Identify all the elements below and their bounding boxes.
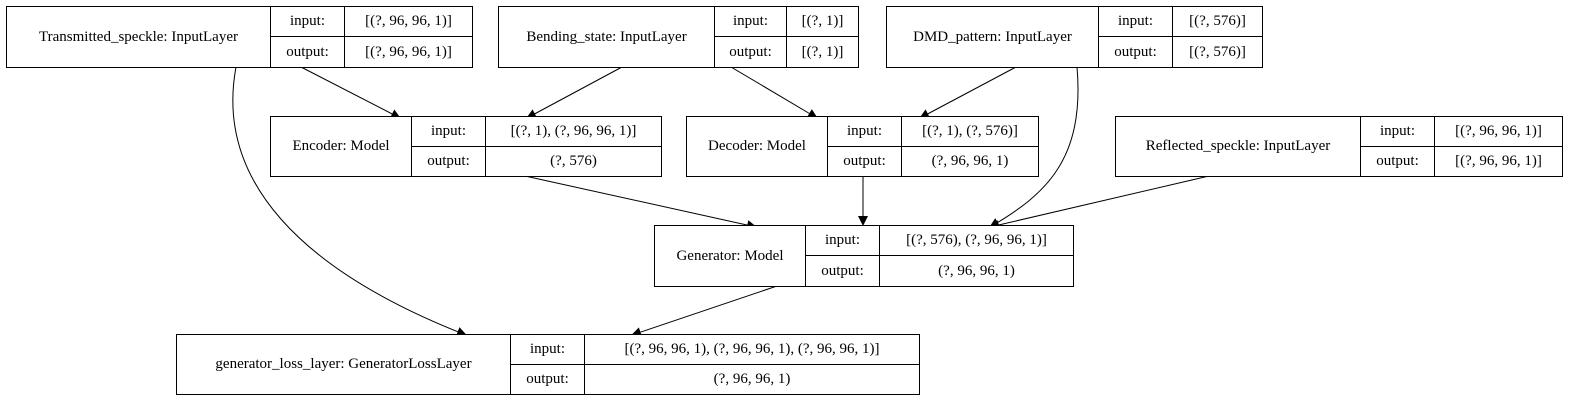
- input-label: input:: [806, 226, 880, 256]
- input-label: input:: [511, 335, 585, 365]
- node-decoder-model[interactable]: Decoder: Model input: [(?, 1), (?, 576)]…: [686, 116, 1039, 177]
- output-label: output:: [715, 37, 787, 67]
- edge-generator-loss: [631, 285, 778, 337]
- input-shape: [(?, 576)]: [1173, 7, 1262, 37]
- node-name: Generator: Model: [655, 226, 806, 286]
- input-shape: [(?, 1)]: [787, 7, 858, 37]
- input-label: input:: [1099, 7, 1173, 37]
- output-shape: [(?, 1)]: [801, 43, 844, 60]
- edge-bending-decoder: [730, 66, 818, 119]
- node-name: Decoder: Model: [687, 117, 828, 176]
- input-shape: [(?, 96, 96, 1), (?, 96, 96, 1), (?, 96,…: [585, 335, 919, 365]
- input-shape: [(?, 1), (?, 96, 96, 1)]: [486, 117, 661, 147]
- output-shape: [(?, 96, 96, 1)]: [1455, 152, 1542, 169]
- node-name: DMD_pattern: InputLayer: [887, 7, 1099, 67]
- output-shape: [(?, 96, 96, 1)]: [365, 43, 452, 60]
- edge-transmitted-encoder: [300, 66, 401, 119]
- edge-bending-encoder: [526, 66, 623, 119]
- output-label: output:: [828, 146, 902, 176]
- edge-dmd-generator: [989, 66, 1079, 228]
- output-shape: (?, 96, 96, 1): [931, 152, 1009, 169]
- input-label: input:: [1361, 117, 1435, 147]
- input-label: input:: [828, 117, 902, 147]
- input-shape: [(?, 1), (?, 576)]: [902, 117, 1038, 147]
- node-bending-state[interactable]: Bending_state: InputLayer input: [(?, 1)…: [498, 6, 859, 68]
- output-shape: [(?, 576)]: [1189, 43, 1246, 60]
- node-name: Bending_state: InputLayer: [499, 7, 715, 67]
- output-label: output:: [412, 146, 486, 176]
- input-shape: [(?, 576), (?, 96, 96, 1)]: [880, 226, 1073, 256]
- output-label: output:: [1361, 146, 1435, 176]
- node-dmd-pattern[interactable]: DMD_pattern: InputLayer input: [(?, 576)…: [886, 6, 1263, 68]
- node-reflected-speckle[interactable]: Reflected_speckle: InputLayer input: [(?…: [1115, 116, 1563, 177]
- output-label: output:: [271, 37, 345, 67]
- node-generator-loss-layer[interactable]: generator_loss_layer: GeneratorLossLayer…: [176, 334, 920, 395]
- input-label: input:: [271, 7, 345, 37]
- node-name: Reflected_speckle: InputLayer: [1116, 117, 1361, 176]
- edge-encoder-generator: [524, 175, 757, 230]
- output-shape: (?, 96, 96, 1): [938, 262, 1015, 279]
- input-label: input:: [715, 7, 787, 37]
- output-shape: (?, 96, 96, 1): [713, 370, 791, 387]
- edge-reflected-generator: [989, 175, 1210, 230]
- input-shape: [(?, 96, 96, 1)]: [345, 7, 472, 37]
- edge-dmd-decoder: [919, 66, 1017, 119]
- input-shape: [(?, 96, 96, 1)]: [1435, 117, 1562, 147]
- input-label: input:: [412, 117, 486, 147]
- output-shape: (?, 576): [550, 152, 597, 169]
- node-name: Encoder: Model: [271, 117, 412, 176]
- output-label: output:: [806, 256, 880, 286]
- node-name: Transmitted_speckle: InputLayer: [7, 7, 271, 67]
- output-label: output:: [511, 364, 585, 394]
- node-encoder-model[interactable]: Encoder: Model input: [(?, 1), (?, 96, 9…: [270, 116, 662, 177]
- node-transmitted-speckle[interactable]: Transmitted_speckle: InputLayer input: […: [6, 6, 473, 68]
- output-label: output:: [1099, 37, 1173, 67]
- edge-transmitted-loss: [232, 66, 467, 337]
- node-generator-model[interactable]: Generator: Model input: [(?, 576), (?, 9…: [654, 225, 1074, 287]
- node-name: generator_loss_layer: GeneratorLossLayer: [177, 335, 511, 394]
